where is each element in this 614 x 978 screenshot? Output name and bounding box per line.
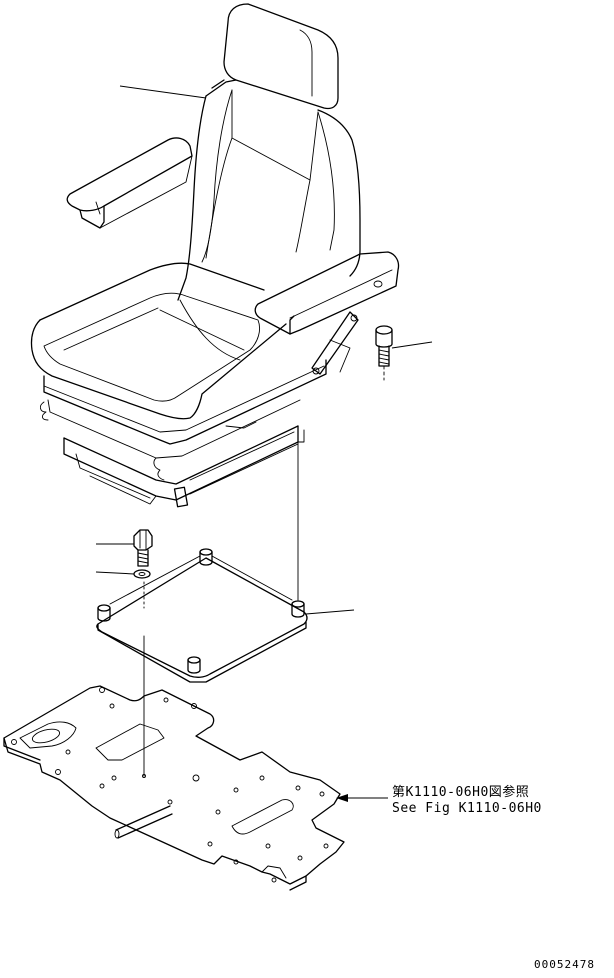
- left-armrest: [66, 137, 193, 212]
- floor-frame: [3, 685, 345, 891]
- seat-assembly: [30, 3, 400, 508]
- figure-reference-english: See Fig K1110-06H0: [392, 801, 542, 816]
- document-number: 00052478: [534, 958, 595, 971]
- seat-bolt: [375, 325, 393, 381]
- headrest: [223, 3, 339, 110]
- washer: [133, 569, 151, 579]
- figure-reference-japanese: 第K1110-06H0図参照: [392, 785, 530, 800]
- right-armrest: [254, 251, 400, 335]
- mounting-plate: [96, 548, 308, 683]
- seat-rails: [63, 425, 299, 501]
- mount-bolt: [133, 529, 153, 567]
- seat-suspension: [43, 359, 327, 445]
- seat-cushion: [30, 319, 287, 420]
- leader-lines: [95, 85, 433, 802]
